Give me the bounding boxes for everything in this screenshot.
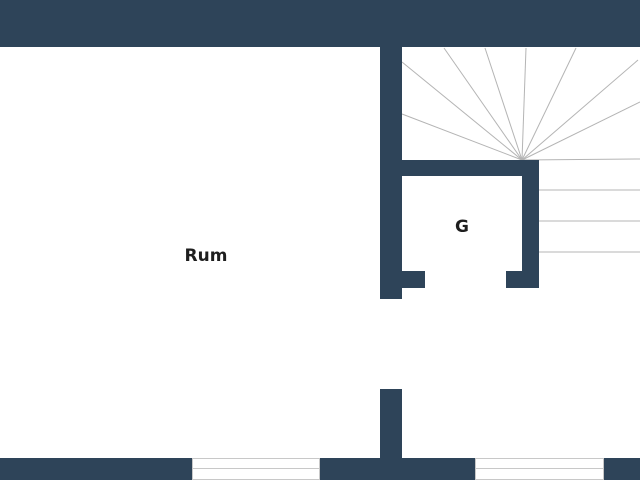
stair-tread [521, 59, 639, 161]
wall-closet-stub-right [506, 271, 522, 288]
stair-tread [401, 61, 523, 161]
wall-bottom-right [604, 458, 640, 480]
stair-tread [401, 113, 523, 161]
stair-tread [521, 47, 527, 161]
wall-closet-top [402, 160, 539, 176]
stair-tread [521, 47, 577, 161]
stair-tread [443, 47, 523, 161]
staircase [401, 47, 640, 253]
wall-partition-lower [380, 389, 402, 458]
room-label-rum: Rum [185, 246, 228, 266]
wall-partition-upper [380, 47, 402, 299]
stair-tread [521, 101, 640, 161]
stair-tread [521, 158, 640, 161]
room-label-g: G [455, 217, 469, 237]
wall-closet-right [522, 160, 539, 288]
wall-bottom-left [0, 458, 192, 480]
wall-bottom-middle [320, 458, 475, 480]
wall-top [0, 0, 640, 47]
stair-tread [484, 47, 523, 161]
wall-closet-stub-left [402, 271, 425, 288]
